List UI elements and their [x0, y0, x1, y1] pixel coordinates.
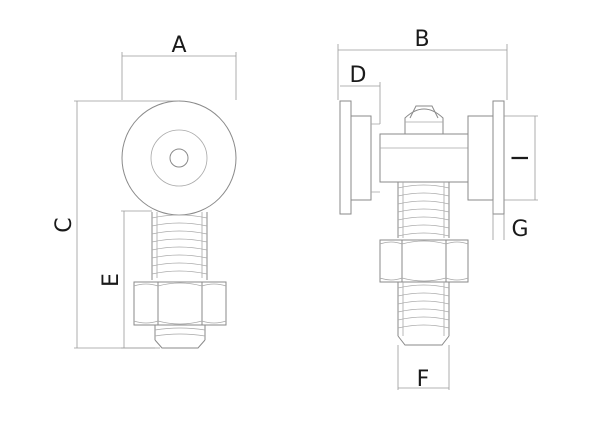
- dimension-d: D: [340, 63, 381, 124]
- right-flange: [467, 100, 505, 215]
- stud-tip-front: [397, 282, 450, 346]
- hex-nut-front: [379, 239, 469, 283]
- label-d: D: [350, 63, 367, 88]
- dimension-b: B: [337, 27, 508, 100]
- threaded-stud-front: [397, 182, 450, 238]
- label-b: B: [414, 27, 429, 52]
- center-body: [379, 133, 469, 183]
- grease-nipple: [404, 105, 444, 134]
- dimension-e: E: [99, 210, 155, 349]
- label-e: E: [99, 273, 124, 287]
- side-view: A C E: [52, 33, 237, 349]
- label-i: I: [509, 155, 534, 162]
- label-f: F: [417, 367, 430, 392]
- dimension-f: F: [397, 345, 450, 392]
- label-g: G: [511, 217, 528, 242]
- dimension-i: I: [504, 115, 538, 201]
- roller-wheel: [121, 100, 237, 216]
- dimension-g: G: [492, 200, 529, 242]
- label-c: C: [52, 217, 77, 232]
- hex-nut-side: [133, 281, 227, 326]
- dimension-a: A: [121, 33, 237, 100]
- front-view: B D I G F: [337, 27, 538, 392]
- stud-tip-side: [154, 325, 206, 349]
- label-a: A: [171, 33, 186, 58]
- threaded-stud-side: [151, 212, 208, 280]
- left-flange: [339, 100, 380, 215]
